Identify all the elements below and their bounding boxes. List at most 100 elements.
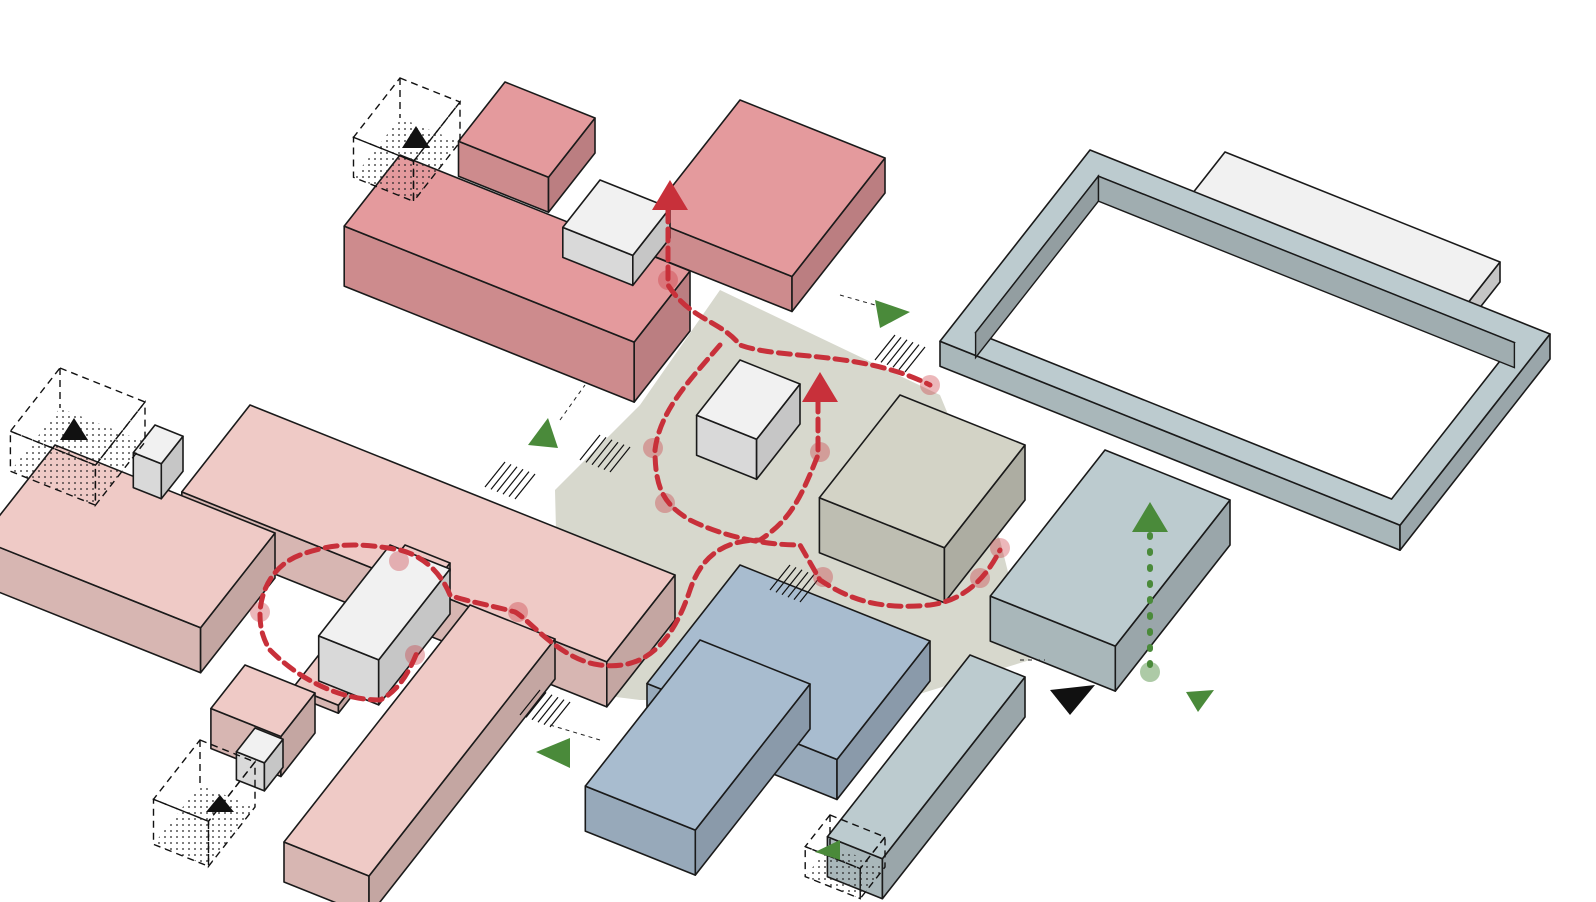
pink-block-south xyxy=(283,604,556,902)
stair-tread xyxy=(781,569,803,596)
stair-tread xyxy=(508,471,530,497)
up-arrow-icon xyxy=(802,372,838,402)
guide-line xyxy=(559,384,586,421)
red-block-top-top xyxy=(457,81,596,179)
stair-icon xyxy=(769,564,821,603)
dashed-entry-volume-west xyxy=(9,367,147,508)
red-block-top xyxy=(457,81,596,214)
pink-block-south-top xyxy=(283,604,556,877)
pink-small-block-top xyxy=(210,664,316,738)
path-node-icon xyxy=(970,568,990,588)
stair-tread xyxy=(597,441,619,468)
stair-tread xyxy=(904,346,926,373)
red-block-east xyxy=(646,99,886,313)
up-arrow-icon xyxy=(652,180,688,210)
path-node-icon xyxy=(810,442,830,462)
white-block-pink-court xyxy=(317,544,451,706)
stair-tread xyxy=(769,564,791,591)
path-node-icon xyxy=(655,493,675,513)
stair-tread xyxy=(543,699,565,725)
stair-tread xyxy=(603,444,625,470)
white-block-north xyxy=(561,179,671,287)
path-node-icon xyxy=(643,438,663,458)
stair-tread xyxy=(549,701,571,728)
stipple-floor xyxy=(10,408,146,506)
path-node-icon xyxy=(405,645,425,665)
stair-tread xyxy=(484,461,506,488)
guide-line xyxy=(839,294,876,306)
khaki-block-top xyxy=(818,394,1026,549)
pink-small-block xyxy=(210,664,316,778)
entry-arrow-icon xyxy=(815,840,840,860)
dashed-entry-volume-blue xyxy=(804,814,887,901)
khaki-block xyxy=(818,394,1026,604)
circulation-overlay xyxy=(60,126,1214,860)
circulation-path-south xyxy=(257,397,821,703)
stair-tread xyxy=(892,341,914,368)
dashed-entry-volume-north xyxy=(352,77,462,204)
dashed-face xyxy=(352,136,415,203)
dashed-face xyxy=(9,367,147,467)
stair-icon xyxy=(579,434,631,473)
white-block-north-top xyxy=(561,179,671,257)
dashed-face xyxy=(152,739,257,823)
stair-tread xyxy=(799,576,821,603)
stair-tread xyxy=(531,694,553,721)
path-node-icon xyxy=(658,270,678,290)
red-block-east-top xyxy=(646,99,886,278)
bluegrey-block-east xyxy=(989,449,1231,692)
stair-tread xyxy=(886,339,908,366)
circulation-path-north xyxy=(665,207,933,388)
guide-line xyxy=(549,724,601,741)
building-blocks xyxy=(0,77,1551,902)
stair-tread xyxy=(519,689,541,716)
entry-arrow-icon xyxy=(528,418,558,448)
stair-tread xyxy=(579,434,601,461)
stair-tread xyxy=(880,337,902,363)
stair-tread xyxy=(793,574,815,600)
white-block-center-top xyxy=(695,359,801,441)
stair-tread xyxy=(514,473,536,500)
stair-tread xyxy=(898,344,920,370)
red-block-long xyxy=(343,154,691,403)
entry-arrow-icon xyxy=(1186,690,1214,712)
stair-tread xyxy=(609,446,631,473)
stair-icon xyxy=(519,689,571,728)
stair-tread xyxy=(525,692,547,718)
bluegrey-block-east-top xyxy=(989,449,1231,647)
stipple-floor xyxy=(353,118,460,202)
white-core-south xyxy=(235,727,284,792)
circulation-path-courtyard xyxy=(652,342,1003,609)
stair-tread xyxy=(490,464,512,490)
path-node-icon xyxy=(389,551,409,571)
dashed-face xyxy=(804,814,887,870)
stair-tread xyxy=(502,468,524,495)
blue-block-lower xyxy=(584,639,811,876)
white-block-center xyxy=(695,359,801,481)
dashed-face xyxy=(352,77,462,163)
entry-arrow-icon xyxy=(402,126,430,148)
path-node-icon xyxy=(920,375,940,395)
stair-icon xyxy=(874,334,926,373)
stair-icon xyxy=(484,461,536,500)
white-core-south-top xyxy=(235,727,284,764)
stair-tread xyxy=(787,571,809,598)
pink-block-long-top xyxy=(181,404,676,663)
grey-frame-building xyxy=(939,149,1551,552)
stair-tread xyxy=(585,437,607,463)
inner-wall xyxy=(974,174,1100,360)
stair-tread xyxy=(496,466,518,493)
entry-arrow-icon xyxy=(206,795,234,812)
path-node-icon xyxy=(813,567,833,587)
stair-tread xyxy=(874,334,896,361)
white-core-west xyxy=(132,424,184,500)
path-node-icon xyxy=(508,602,528,622)
blue-block-lower-top xyxy=(584,639,811,831)
stipple-floor xyxy=(805,845,885,899)
path-node-icon xyxy=(250,602,270,622)
stair-tread xyxy=(775,567,797,593)
bluegrey-block-south-top xyxy=(826,654,1026,860)
path-node-icon xyxy=(990,538,1010,558)
stipple-floor xyxy=(153,785,255,867)
